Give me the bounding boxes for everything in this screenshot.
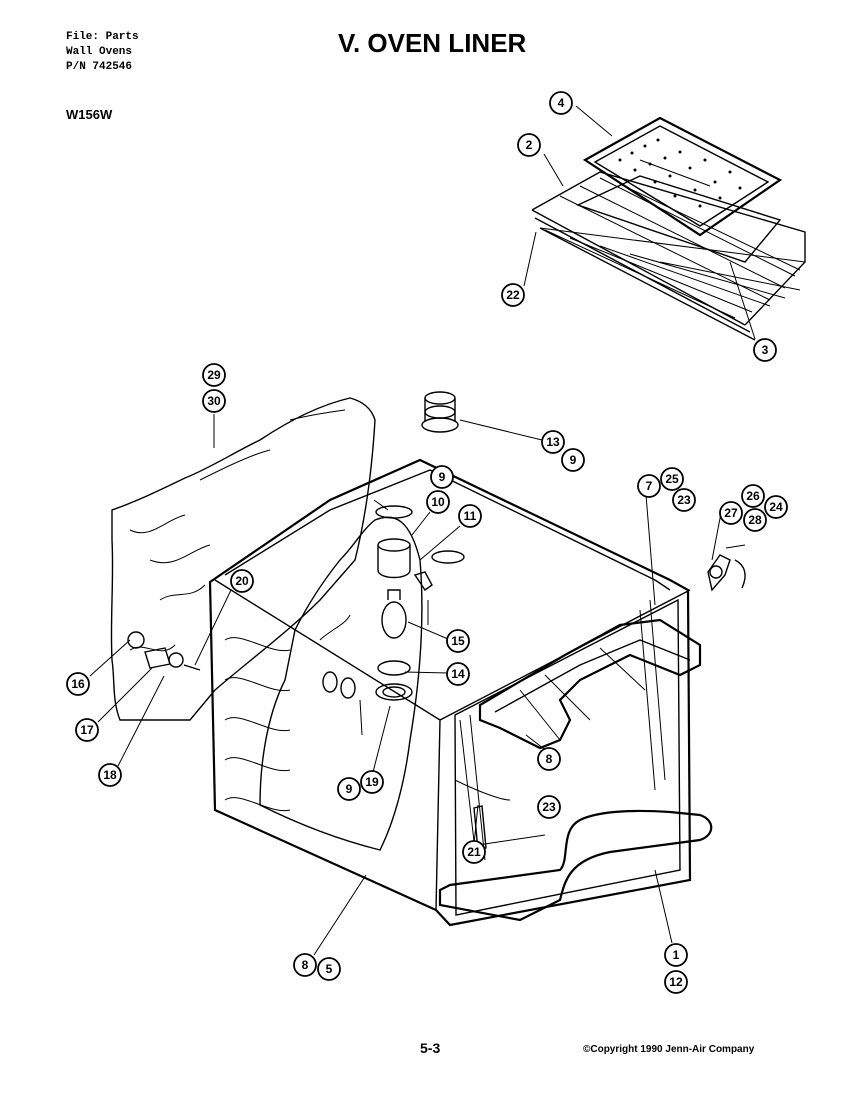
svg-text:21: 21: [467, 845, 481, 859]
svg-text:27: 27: [724, 506, 738, 520]
svg-text:26: 26: [746, 489, 760, 503]
svg-text:29: 29: [207, 368, 221, 382]
svg-text:9: 9: [346, 782, 353, 796]
callout-16: 16: [66, 672, 90, 696]
svg-text:22: 22: [506, 288, 520, 302]
callout-11: 11: [458, 504, 482, 528]
svg-text:4: 4: [558, 96, 565, 110]
callout-18: 18: [98, 763, 122, 787]
callout-8-broil: 8: [537, 747, 561, 771]
broil-element: [478, 618, 702, 750]
svg-text:7: 7: [646, 479, 653, 493]
callout-25: 25: [660, 467, 684, 491]
svg-text:12: 12: [669, 975, 683, 989]
category-line: Wall Ovens: [66, 46, 133, 58]
callout-22: 22: [501, 283, 525, 307]
oven-liner-box: [208, 458, 692, 927]
callout-24: 24: [764, 495, 788, 519]
callout-12: 12: [664, 970, 688, 994]
callout-1: 1: [664, 943, 688, 967]
svg-text:10: 10: [431, 495, 445, 509]
file-info: File: Parts Wall Ovens P/N 742546: [66, 30, 139, 75]
bake-element: [438, 809, 713, 922]
callout-30: 30: [202, 389, 226, 413]
bracket-assembly: [707, 544, 746, 592]
callout-29: 29: [202, 363, 226, 387]
callout-5: 5: [317, 957, 341, 981]
svg-text:2: 2: [526, 138, 533, 152]
svg-text:19: 19: [365, 775, 379, 789]
file-line: File: Parts: [66, 31, 139, 43]
callout-28: 28: [743, 508, 767, 532]
page-title: V. OVEN LINER: [338, 28, 527, 58]
broiler-pan-assembly: [531, 116, 806, 341]
svg-text:30: 30: [207, 394, 221, 408]
callout-17: 17: [75, 718, 99, 742]
callout-23-bottom: 23: [537, 795, 561, 819]
callout-10: 10: [426, 490, 450, 514]
svg-text:24: 24: [769, 500, 783, 514]
svg-text:17: 17: [80, 723, 94, 737]
svg-text:3: 3: [762, 343, 769, 357]
svg-text:25: 25: [665, 472, 679, 486]
callout-9-vent: 9: [561, 448, 585, 472]
svg-text:11: 11: [464, 509, 477, 523]
callout-8-liner: 8: [293, 953, 317, 977]
svg-text:16: 16: [71, 677, 85, 691]
svg-text:23: 23: [677, 493, 691, 507]
model-number: W156W: [66, 107, 113, 122]
callout-20: 20: [230, 569, 254, 593]
svg-text:8: 8: [302, 958, 309, 972]
svg-text:18: 18: [103, 768, 117, 782]
callout-3: 3: [753, 338, 777, 362]
callout-14: 14: [446, 662, 470, 686]
callout-21: 21: [462, 840, 486, 864]
callout-15: 15: [446, 629, 470, 653]
pan-slots: [618, 138, 742, 208]
svg-text:23: 23: [542, 800, 556, 814]
callout-4: 4: [549, 91, 573, 115]
svg-text:9: 9: [570, 453, 577, 467]
insulation-blanket: [110, 397, 376, 721]
svg-text:20: 20: [235, 574, 249, 588]
svg-text:14: 14: [451, 667, 465, 681]
callout-13: 13: [541, 430, 565, 454]
svg-text:28: 28: [748, 513, 762, 527]
callout-7: 7: [637, 474, 661, 498]
svg-text:1: 1: [673, 948, 680, 962]
page-number: 5-3: [420, 1040, 441, 1056]
callout-27: 27: [719, 501, 743, 525]
callout-19: 19: [360, 770, 384, 794]
part-number-line: P/N 742546: [66, 61, 133, 73]
callout-23-top: 23: [672, 488, 696, 512]
svg-text:15: 15: [451, 634, 465, 648]
vent-light-assembly: [421, 391, 459, 433]
svg-text:13: 13: [546, 435, 560, 449]
svg-text:9: 9: [439, 470, 446, 484]
svg-text:8: 8: [546, 752, 553, 766]
callout-9-top: 9: [430, 465, 454, 489]
left-hardware: [127, 631, 201, 671]
svg-text:5: 5: [326, 962, 333, 976]
callout-26: 26: [741, 484, 765, 508]
leader-lines: [89, 105, 756, 956]
copyright-notice: ©Copyright 1990 Jenn-Air Company: [583, 1044, 755, 1055]
callout-9-bottom: 9: [337, 777, 361, 801]
callout-2: 2: [517, 133, 541, 157]
